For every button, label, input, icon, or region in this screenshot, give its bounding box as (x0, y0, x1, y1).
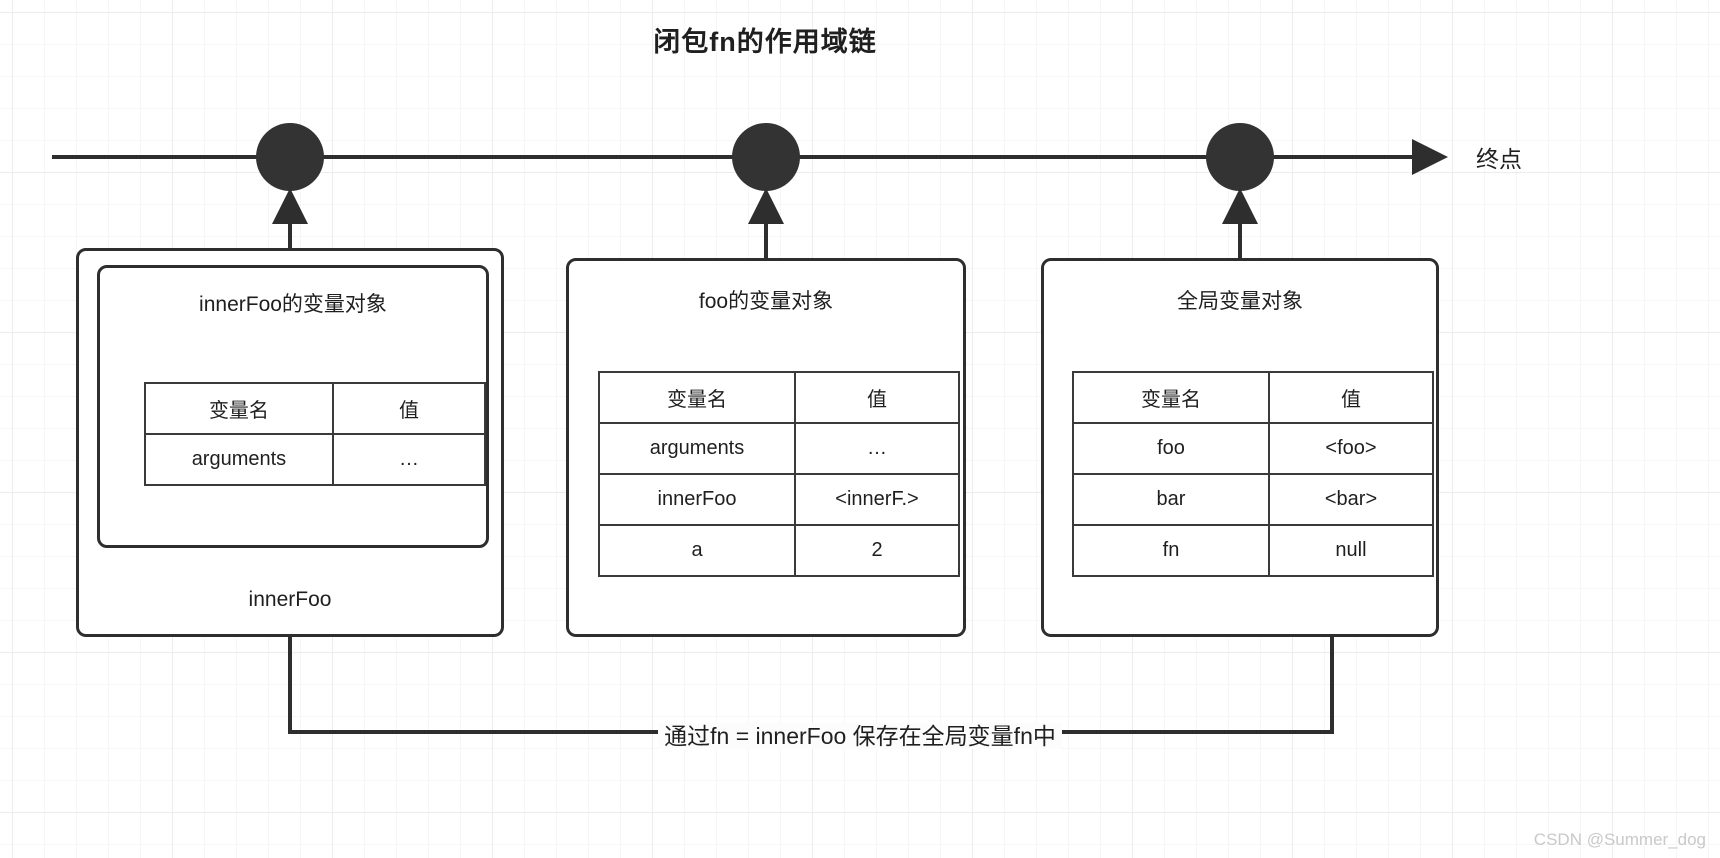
cell-value: <foo> (1268, 422, 1434, 475)
cell-variable-name: bar (1072, 473, 1270, 526)
cell-variable-name: foo (1072, 422, 1270, 475)
table-row: foo <foo> (1072, 422, 1434, 475)
timeline-node-3 (1206, 123, 1274, 191)
table-row: a 2 (598, 524, 960, 577)
header-value: 值 (331, 382, 487, 435)
variable-object-caption: 全局变量对象 (1177, 290, 1303, 313)
cell-variable-name: fn (1072, 524, 1270, 577)
variable-object-caption: innerFoo的变量对象 (199, 293, 387, 316)
cell-value: … (331, 433, 487, 486)
cell-variable-name: arguments (598, 422, 796, 475)
watermark: CSDN @Summer_dog (1533, 830, 1706, 849)
table-header-row: 变量名 值 (1072, 371, 1434, 424)
closure-caption-text: 通过fn = innerFoo 保存在全局变量fn中 (658, 723, 1062, 749)
scope-box-foo: foo的变量对象 变量名 值 arguments … innerFoo <inn… (566, 258, 966, 637)
header-value: 值 (794, 371, 960, 424)
variable-object-caption: foo的变量对象 (698, 290, 834, 313)
variable-table-global: 变量名 值 foo <foo> bar <bar> fn null (1072, 371, 1434, 577)
closure-caption: 通过fn = innerFoo 保存在全局变量fn中 (0, 717, 1720, 751)
cell-value: <innerF.> (794, 473, 960, 526)
table-row: innerFoo <innerF.> (598, 473, 960, 526)
table-header-row: 变量名 值 (144, 382, 487, 435)
table-row: bar <bar> (1072, 473, 1434, 526)
header-variable-name: 变量名 (144, 382, 334, 435)
page-title: 闭包fn的作用域链 (653, 27, 877, 57)
variable-table-foo: 变量名 值 arguments … innerFoo <innerF.> a 2 (598, 371, 960, 577)
header-variable-name: 变量名 (1072, 371, 1270, 424)
table-row: arguments … (598, 422, 960, 475)
cell-value: <bar> (1268, 473, 1434, 526)
cell-value: … (794, 422, 960, 475)
cell-variable-name: a (598, 524, 796, 577)
table-header-row: 变量名 值 (598, 371, 960, 424)
scope-box-global: 全局变量对象 变量名 值 foo <foo> bar <bar> fn null (1041, 258, 1439, 637)
cell-value: 2 (794, 524, 960, 577)
timeline-node-1 (256, 123, 324, 191)
scope-box-innerfoo: innerFoo的变量对象 变量名 值 arguments … innerFoo (76, 248, 504, 637)
timeline-node-2 (732, 123, 800, 191)
cell-variable-name: innerFoo (598, 473, 796, 526)
header-value: 值 (1268, 371, 1434, 424)
cell-value: null (1268, 524, 1434, 577)
scope-footer-label: innerFoo (248, 588, 332, 611)
header-variable-name: 变量名 (598, 371, 796, 424)
cell-variable-name: arguments (144, 433, 334, 486)
table-row: arguments … (144, 433, 487, 486)
timeline-end-label: 终点 (1476, 146, 1522, 172)
variable-object-innerfoo: innerFoo的变量对象 变量名 值 arguments … (97, 265, 489, 548)
variable-table-innerfoo: 变量名 值 arguments … (144, 382, 487, 486)
table-row: fn null (1072, 524, 1434, 577)
